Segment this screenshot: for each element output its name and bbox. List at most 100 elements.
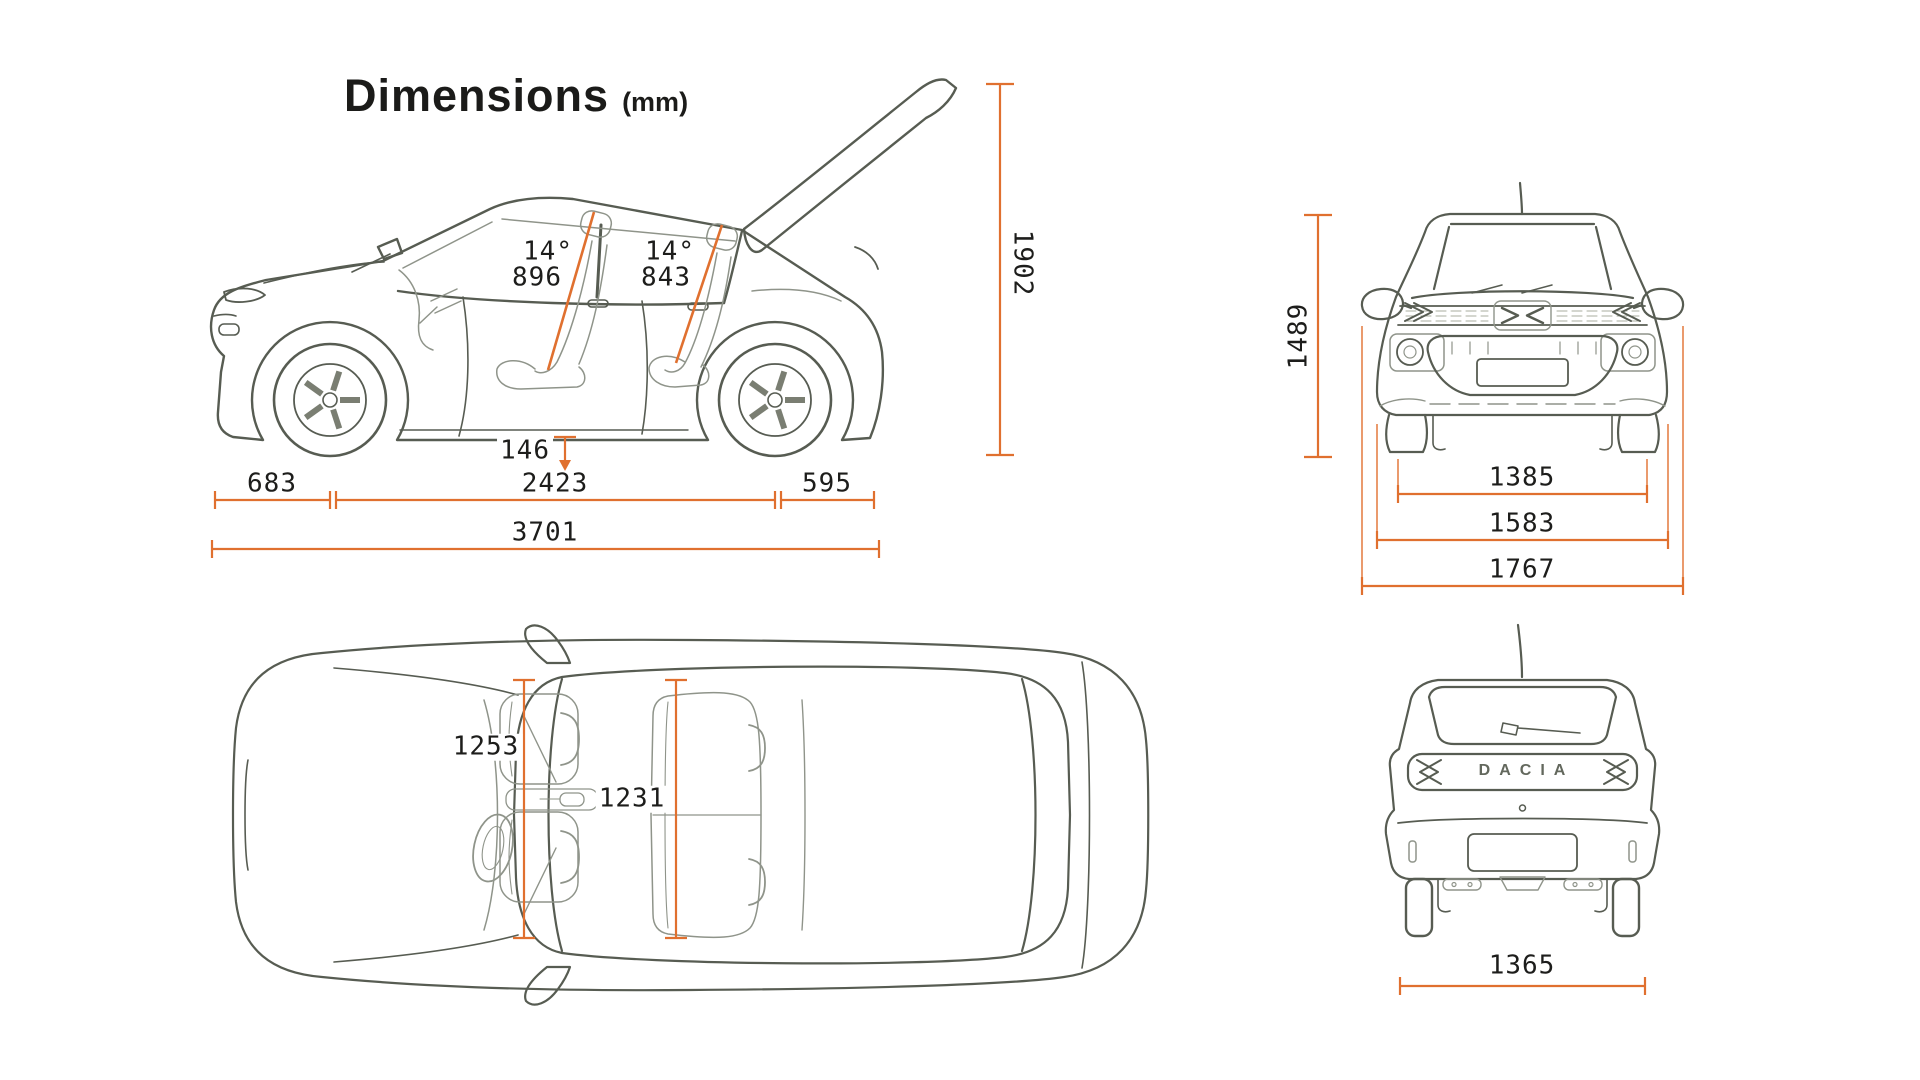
top-front-seat-right	[499, 811, 579, 903]
dim-line-2423	[334, 491, 777, 509]
side-parcel-shelf	[751, 288, 842, 302]
seat-angle-line-front	[546, 211, 596, 371]
rear-slot-right	[1628, 840, 1637, 863]
label-rear-seat-value: 843	[638, 265, 694, 292]
ground-clearance-arrow	[559, 460, 571, 471]
rear-mudflaps	[1437, 878, 1608, 913]
rear-antenna	[1516, 623, 1524, 679]
front-fog-box-right	[1600, 333, 1656, 372]
top-bench-headrests	[748, 724, 766, 906]
side-front-hub	[322, 392, 338, 408]
side-view	[209, 78, 958, 442]
side-rear-spokes	[748, 370, 805, 430]
label-height-tailgate-open: 1902	[1007, 226, 1037, 300]
side-dashboard	[398, 269, 434, 351]
rear-reflector-dot-3	[1572, 881, 1578, 888]
side-rear-hub	[767, 392, 783, 408]
top-bench-crease	[664, 701, 669, 929]
side-view-dimensions	[210, 82, 1014, 558]
front-hood-line	[1410, 290, 1635, 300]
rear-view	[1384, 623, 1661, 938]
front-tire-left	[1385, 413, 1429, 454]
rear-taillight-right	[1603, 759, 1629, 785]
side-roof-inner	[501, 218, 736, 242]
front-tire-right	[1616, 413, 1660, 454]
top-windshield-arc	[547, 677, 564, 953]
front-lower-grille	[1426, 334, 1619, 397]
front-extension-lines	[1361, 326, 1684, 577]
side-steering-wheel	[419, 288, 462, 324]
page-title-text: Dimensions	[344, 70, 610, 121]
side-rear-seatback	[664, 252, 718, 373]
side-front-seatback	[534, 240, 593, 374]
top-wipers	[523, 715, 557, 915]
front-mudflap-left	[1432, 414, 1446, 451]
label-wheelbase: 2423	[518, 471, 592, 498]
top-view-dimensions	[513, 678, 687, 940]
front-headlight-right	[1612, 302, 1641, 322]
top-mirror-lower	[524, 965, 572, 1006]
side-rear-headrest	[705, 223, 739, 251]
front-arch-hints	[1379, 398, 1666, 407]
side-front-seatback2	[578, 244, 608, 365]
side-door-cut-rear	[641, 300, 649, 435]
side-front-spokes	[303, 370, 360, 430]
label-ground-clearance: 146	[497, 438, 553, 465]
front-view	[1360, 181, 1685, 454]
front-mirror-left	[1360, 287, 1413, 321]
front-fog-light-left	[1396, 338, 1424, 366]
front-mirror-right	[1632, 287, 1685, 321]
top-hood-creases	[333, 667, 519, 963]
rear-window	[1427, 685, 1618, 746]
dim-line-1489	[1304, 213, 1332, 459]
top-shifter	[559, 792, 585, 807]
front-dacia-emblem	[1500, 306, 1545, 325]
label-front-seat-angle: 14°	[520, 239, 576, 266]
top-front-headrest-left	[560, 712, 580, 766]
side-hood-cut	[263, 261, 385, 284]
dim-line-1253	[513, 678, 535, 940]
side-front-rim	[293, 363, 367, 437]
rear-reflector-dot-1	[1451, 881, 1457, 888]
side-front-tire	[272, 342, 388, 458]
rear-camera-dot	[1518, 804, 1527, 812]
front-license-plate	[1476, 358, 1569, 387]
label-width-with-mirrors: 1767	[1485, 557, 1559, 584]
dim-line-1365	[1398, 977, 1647, 995]
front-windshield	[1432, 222, 1613, 291]
dim-line-1767	[1360, 577, 1685, 595]
top-hatch-seam	[1081, 661, 1091, 969]
top-view	[231, 624, 1150, 1006]
ground-clearance-tick	[554, 435, 576, 464]
page-title: Dimensions(mm)	[344, 70, 688, 122]
side-rear-rim	[738, 363, 812, 437]
label-rear-seat-angle: 14°	[642, 239, 698, 266]
top-body-outline	[231, 638, 1150, 992]
dim-line-1583	[1375, 531, 1670, 549]
label-front-overhang: 683	[244, 471, 300, 498]
label-front-track: 1385	[1485, 465, 1559, 492]
rear-wiper	[1500, 722, 1581, 736]
side-rear-tire	[717, 342, 833, 458]
rear-plate-recess	[1467, 833, 1578, 872]
side-c-pillar	[722, 229, 744, 305]
top-rear-window-arc	[1020, 677, 1037, 953]
label-body-width: 1583	[1485, 511, 1559, 538]
top-front-seat-right-crease	[508, 819, 513, 895]
front-fog-inner-left	[1403, 345, 1417, 359]
dim-line-1231	[665, 678, 687, 940]
dim-line-683	[213, 491, 332, 509]
top-view-interior	[472, 691, 806, 939]
top-nose-inner	[244, 759, 249, 871]
seat-angle-line-rear	[674, 224, 724, 364]
front-body-outline	[1375, 212, 1669, 417]
dim-line-1385	[1396, 485, 1649, 503]
side-view-interior	[398, 210, 842, 390]
front-wipers	[1471, 284, 1553, 294]
label-overall-height: 1489	[1284, 299, 1314, 373]
front-grille-hatch	[1405, 310, 1640, 322]
top-greenhouse	[512, 665, 1072, 965]
side-front-headrest	[579, 210, 613, 238]
